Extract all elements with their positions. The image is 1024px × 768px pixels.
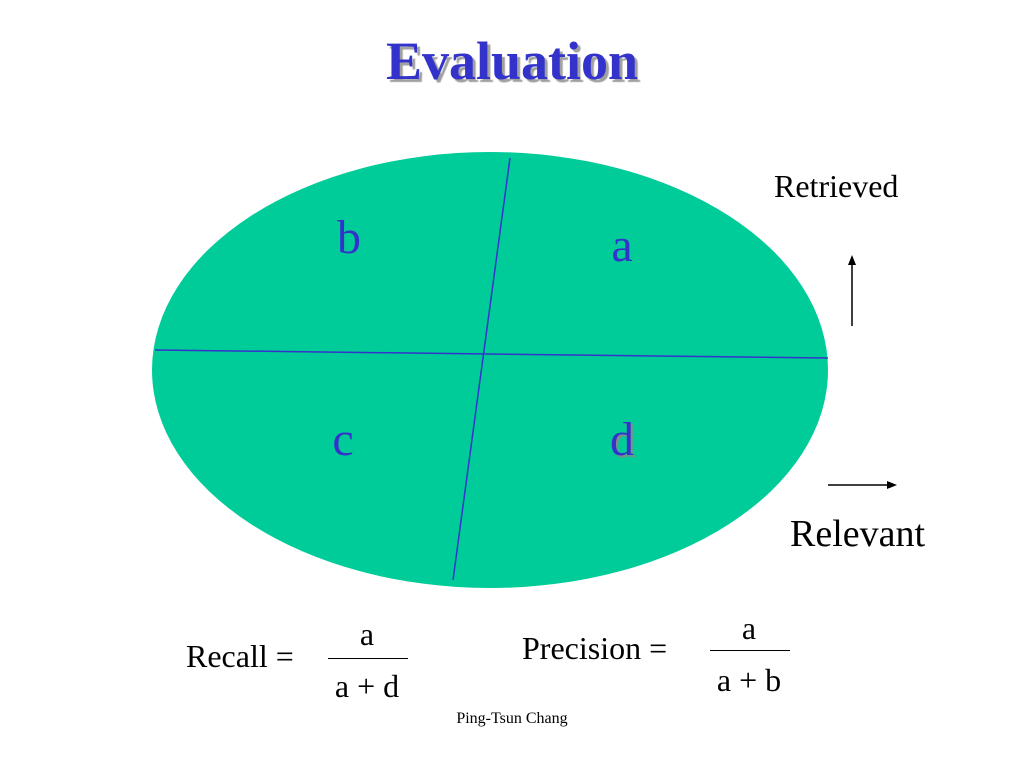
recall-lhs: Recall = (186, 638, 294, 674)
quadrant-label-d: d (610, 413, 634, 466)
precision-numerator: a (741, 610, 757, 646)
quadrant-label-c: c (332, 413, 354, 466)
vertical-divider (452, 157, 511, 581)
relevant-label: Relevant (790, 513, 926, 555)
right-arrow (828, 481, 897, 489)
slide-title: Evaluation (385, 31, 639, 91)
recall-numerator: a (359, 616, 375, 652)
recall-formula: Recall = a a + d (186, 618, 426, 708)
precision-formula: Precision = a a + b (522, 612, 812, 702)
quadrant-label-b: b (337, 211, 361, 264)
precision-lhs: Precision = (522, 630, 668, 666)
retrieved-label: Retrieved (774, 168, 899, 204)
horizontal-divider (154, 349, 829, 359)
recall-fraction-bar (328, 658, 408, 659)
recall-denominator: a + d (334, 668, 400, 704)
up-arrow (848, 255, 856, 326)
slide-footer: Ping-Tsun Chang (456, 710, 568, 727)
evaluation-ellipse (152, 152, 828, 588)
precision-denominator: a + b (716, 662, 782, 698)
precision-fraction-bar (710, 650, 790, 651)
quadrant-label-a: a (611, 219, 633, 272)
